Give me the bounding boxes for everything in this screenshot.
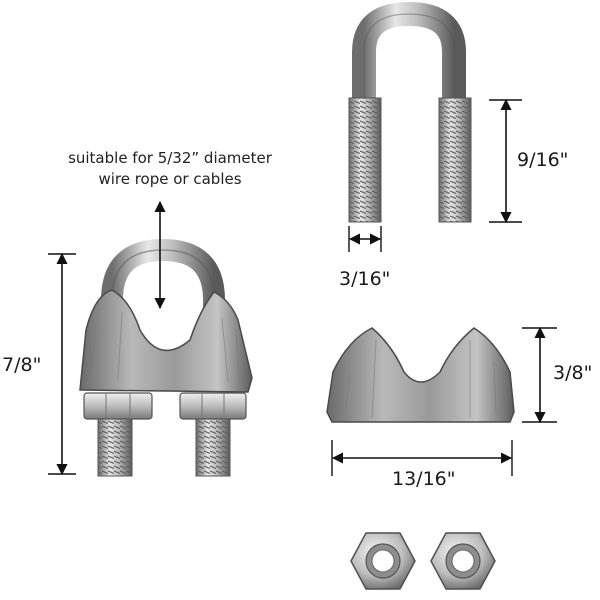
wire-size-note-line2: wire rope or cables xyxy=(98,170,242,188)
clip-left-nut xyxy=(83,392,153,420)
clip-height-label: 7/8" xyxy=(2,354,42,376)
wire-size-note: suitable for 5/32” diameter wire rope or… xyxy=(40,148,300,190)
saddle-width-label: 13/16" xyxy=(392,468,456,490)
clip-right-nut xyxy=(179,392,247,420)
u-bolt xyxy=(348,1,472,223)
dimension-saddle-height xyxy=(522,326,557,424)
hex-nut-right xyxy=(430,532,496,590)
wire-size-note-line1: suitable for 5/32” diameter xyxy=(68,149,272,167)
hex-nut-left xyxy=(350,532,416,590)
dimension-clip-height xyxy=(48,252,76,476)
wire-rope-clip-assembled xyxy=(79,238,253,477)
dimension-ubolt-rod xyxy=(348,226,382,252)
dimension-saddle-width xyxy=(331,440,513,476)
dimension-ubolt-thread xyxy=(489,98,522,224)
ubolt-thread-length-label: 9/16" xyxy=(517,149,569,171)
ubolt-rod-diameter-label: 3/16" xyxy=(339,268,391,290)
clip-saddle-body xyxy=(79,289,253,393)
saddle xyxy=(326,327,515,423)
saddle-height-label: 3/8" xyxy=(553,362,593,384)
